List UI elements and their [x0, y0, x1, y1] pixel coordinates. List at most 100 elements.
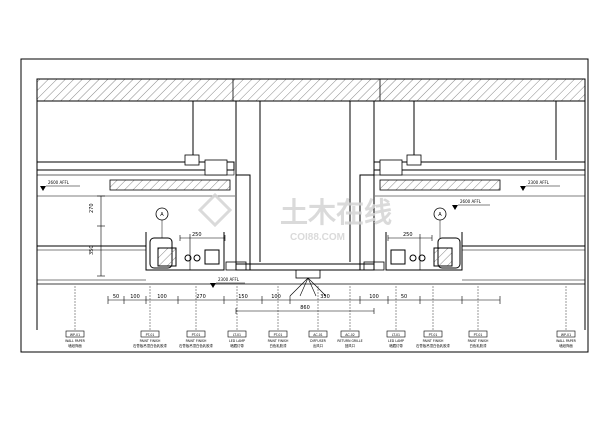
tag-english: LED LAMP — [388, 339, 404, 343]
hanger-rods — [192, 101, 557, 262]
watermark-url: COI88.COM — [290, 232, 345, 243]
dimension-value: 350 — [320, 294, 330, 300]
concrete-slab — [36, 78, 586, 102]
tag-code: PT-01 — [474, 333, 483, 337]
dimension-value: 270 — [196, 294, 206, 300]
section-callout-left-label: A — [160, 212, 164, 218]
tag-english: PAINT FINISH — [468, 339, 489, 343]
vertical-dimension-value: 270 — [89, 203, 95, 213]
tag-box — [340, 330, 360, 338]
tag-box — [65, 330, 85, 338]
tag-english: WALL PAPER — [65, 339, 86, 343]
tag-english: LED LAMP — [229, 339, 245, 343]
tag-chinese: 石膏板吊顶白色乳胶漆 — [416, 343, 451, 348]
tag-leader-lines — [74, 286, 567, 331]
drawing-frame — [20, 58, 589, 353]
tag-chinese: 出风口 — [313, 343, 323, 348]
left-bulkhead — [36, 101, 235, 330]
tag-english: DIFFUSER — [310, 339, 326, 343]
top-dimension-right — [387, 235, 433, 241]
top-dimension-right-value: 250 — [403, 232, 413, 238]
tag-chinese: 墙纸饰面 — [559, 343, 573, 348]
dimension-value: 50 — [113, 294, 119, 300]
tag-code: PT-01 — [274, 333, 283, 337]
tag-chinese: 石膏板吊顶白色乳胶漆 — [133, 343, 168, 348]
tag-english: PAINT FINISH — [140, 339, 161, 343]
tag-code: LT-01 — [233, 333, 241, 337]
dimension-value: 50 — [401, 294, 407, 300]
right-cove-pocket — [385, 232, 463, 271]
tag-english: RETURN GRILLE — [337, 339, 362, 343]
overall-dimension-value: 860 — [300, 305, 310, 311]
tag-code: PT-01 — [192, 333, 201, 337]
overall-dimension — [235, 308, 375, 314]
tag-english: WALL PAPER — [556, 339, 577, 343]
dimension-value: 100 — [130, 294, 140, 300]
right-bulkhead — [373, 101, 586, 330]
watermark: 土木在线 COI88.COM — [197, 192, 392, 243]
bottom-dimension-labels: 50 100 100 270 150 100 350 100 50 — [113, 294, 407, 300]
top-dimension-left-value: 250 — [192, 232, 202, 238]
tag-chinese: 回风口 — [345, 344, 355, 348]
section-callout-right: A — [433, 207, 447, 238]
level-label-right-upper: 2600 AFFL — [460, 199, 482, 204]
vertical-dimension-chain — [97, 195, 105, 277]
left-cove-pocket — [145, 232, 225, 271]
tag-chinese: 墙纸饰面 — [68, 343, 82, 348]
vertical-dimension-value: 350 — [89, 245, 95, 255]
tag-code: LT-01 — [392, 333, 400, 337]
tag-box — [468, 330, 488, 338]
tag-code: PT-01 — [429, 333, 438, 337]
tag-english: PAINT FINISH — [268, 339, 289, 343]
tag-chinese: 暗藏灯带 — [389, 343, 403, 348]
dimension-value: 100 — [271, 294, 281, 300]
tag-box — [556, 330, 576, 338]
tag-box — [140, 330, 160, 338]
tag-code: WP-01 — [561, 333, 571, 337]
tag-box — [423, 330, 443, 338]
level-marker-left-upper: 2600 AFFL — [40, 180, 80, 191]
tag-code: AC-02 — [345, 333, 355, 337]
tag-box — [227, 330, 247, 338]
level-label-left-lower: 2300 AFFL — [218, 277, 240, 282]
level-label-right-lower: 2300 AFFL — [528, 180, 550, 185]
tag-code: WP-01 — [70, 333, 80, 337]
dimension-value: 100 — [369, 294, 379, 300]
level-marker-right-upper: 2600 AFFL — [452, 199, 490, 210]
level-marker-right-lower: 2300 AFFL — [520, 180, 560, 191]
dimension-value: 150 — [238, 294, 248, 300]
tag-box — [386, 330, 406, 338]
tag-box — [186, 330, 206, 338]
tag-code: PT-01 — [146, 333, 155, 337]
section-callout-right-label: A — [438, 212, 442, 218]
top-dimension-left — [179, 235, 226, 241]
watermark-brand: 土木在线 — [280, 197, 392, 228]
level-marker-left-lower: 2300 AFFL — [210, 277, 245, 288]
tag-code: AC-01 — [313, 333, 323, 337]
tag-english: PAINT FINISH — [423, 339, 444, 343]
tag-chinese: 暗藏灯带 — [230, 343, 244, 348]
tag-chinese: 白色乳胶漆 — [270, 343, 288, 348]
tag-box — [308, 330, 328, 338]
tag-chinese: 白色乳胶漆 — [470, 343, 488, 348]
tag-english: PAINT FINISH — [186, 339, 207, 343]
bottom-dimension-ticks — [107, 296, 501, 304]
dimension-value: 100 — [157, 294, 167, 300]
central-trough — [225, 174, 385, 297]
level-label-left-upper: 2600 AFFL — [48, 180, 70, 185]
tag-chinese: 石膏板吊顶白色乳胶漆 — [179, 343, 214, 348]
